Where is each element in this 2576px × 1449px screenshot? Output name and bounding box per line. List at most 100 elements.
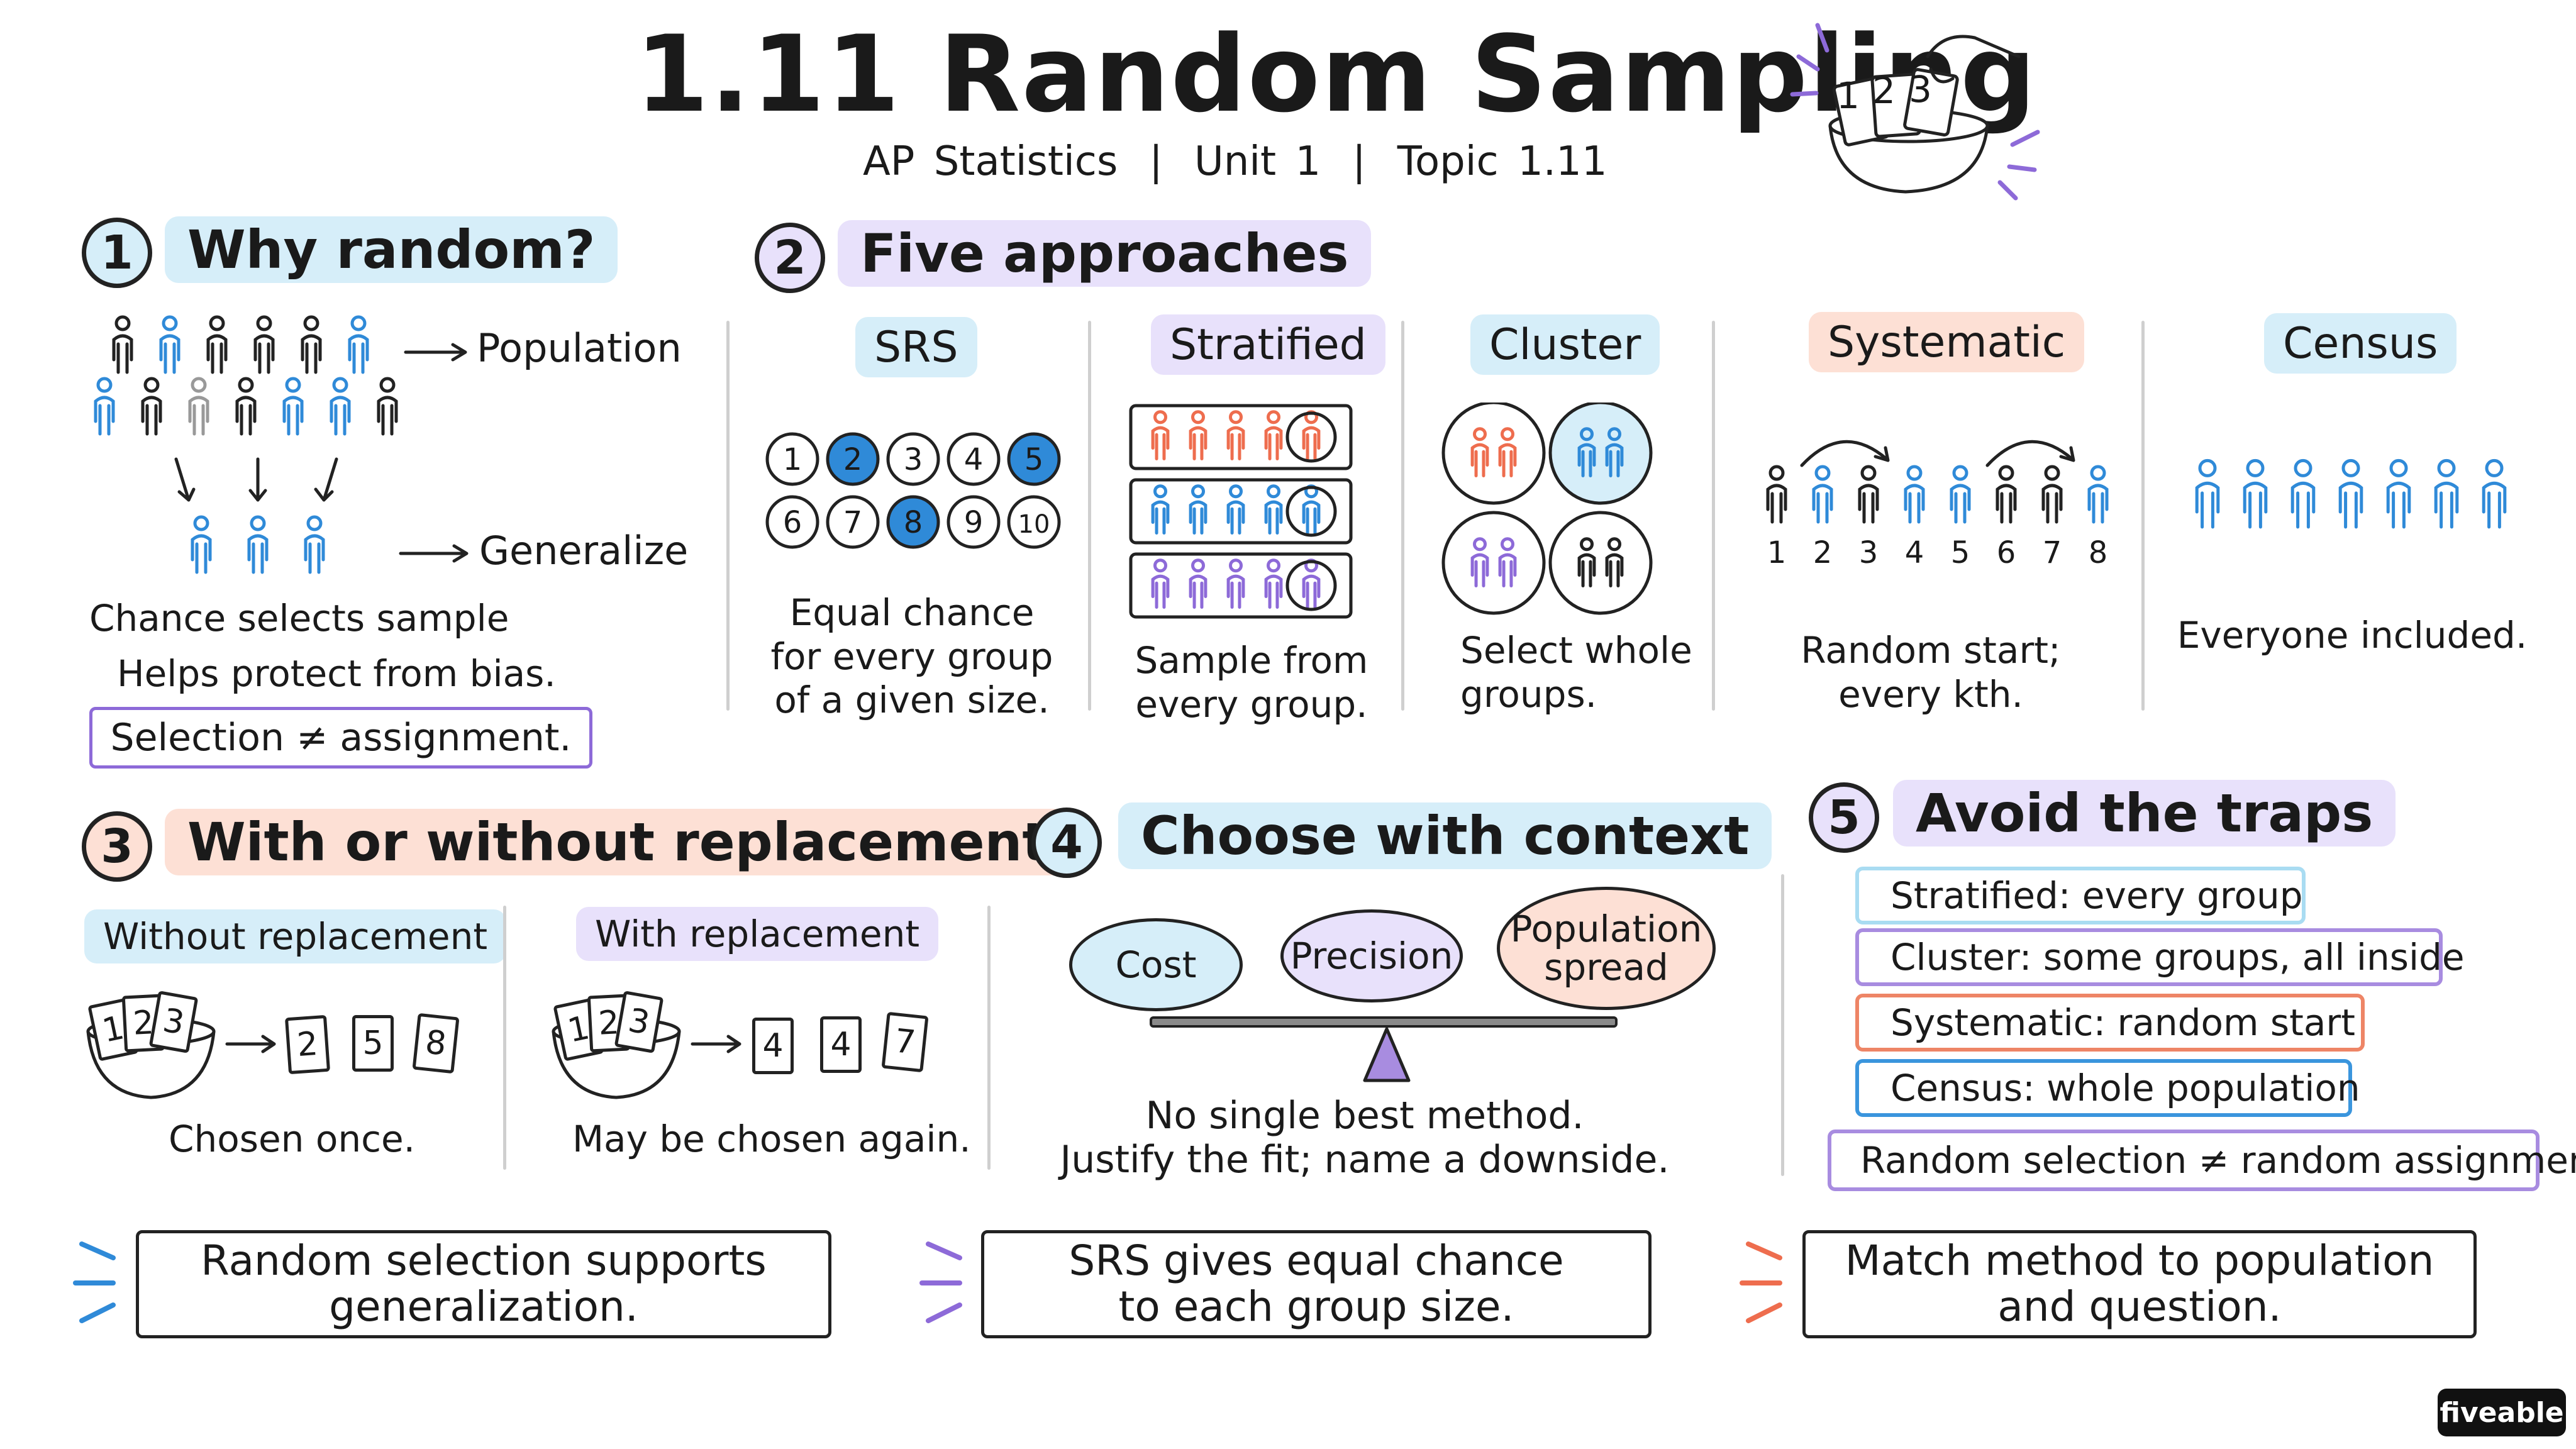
person-figure: [2386, 458, 2411, 529]
drawn-card: 4: [752, 1018, 794, 1074]
person-figure: [1189, 484, 1208, 535]
person-figure: [1766, 465, 1787, 524]
trap-item: Stratified: every group: [1855, 867, 2306, 924]
stratum-box: [1129, 404, 1353, 470]
approach-label-cluster: Cluster: [1470, 314, 1660, 375]
srs-number-label: 5: [1024, 442, 1044, 477]
person-figure: [1577, 427, 1596, 477]
stratified-diagram: [1129, 404, 1353, 619]
trap-final-note: Random selection ≠ random assignment.: [1828, 1130, 2576, 1191]
balance-scale-icon: [1150, 1016, 1618, 1082]
divider: [503, 906, 506, 1170]
with-replacement-label: With replacement: [576, 907, 939, 961]
person-figure: [253, 315, 275, 374]
person-figure: [188, 377, 209, 436]
person-figure: [377, 377, 398, 436]
srs-number-circle: [947, 432, 1001, 486]
divider: [2141, 321, 2145, 711]
person-figure: [1498, 427, 1517, 477]
drawn-card: 8: [412, 1013, 460, 1074]
person-figure: [94, 377, 115, 436]
approach-label-systematic: Systematic: [1809, 312, 2085, 372]
stratified-description: Sample from every group.: [1135, 639, 1368, 726]
srs-number-label: 10: [1018, 510, 1050, 539]
person-figure: [2041, 465, 2063, 524]
person-figure: [159, 315, 180, 374]
page-title: 1.11 Random Sampling: [635, 13, 2038, 136]
selected-marker: [1285, 411, 1337, 463]
cluster-circle: [1548, 511, 1653, 615]
selected-marker: [1285, 560, 1337, 611]
person-figure: [247, 515, 269, 574]
person-figure: [1605, 427, 1624, 477]
divider: [987, 906, 991, 1170]
person-figure: [112, 315, 133, 374]
drawn-card: 2: [284, 1014, 331, 1075]
person-figure: [2243, 458, 2268, 529]
person-figure: [2434, 458, 2459, 529]
person-figure: [1577, 537, 1596, 587]
person-figure: [235, 377, 257, 436]
srs-number-circle: [886, 495, 940, 549]
cluster-circle: [1548, 402, 1653, 505]
person-figure: [141, 377, 162, 436]
trap-item: Census: whole population: [1855, 1059, 2360, 1117]
person-figure: [1470, 537, 1489, 587]
systematic-number: 6: [1997, 535, 2016, 570]
approach-label-census: Census: [2264, 313, 2457, 374]
cluster-diagram: [1441, 402, 1653, 615]
srs-number-label: 8: [904, 505, 923, 540]
person-figure: [1302, 484, 1321, 535]
subtitle-course: AP Statistics: [863, 138, 1118, 185]
section-number: 3: [82, 811, 152, 882]
factor-population-spread: Population spread: [1497, 887, 1716, 1010]
header-bowl-icon: [1790, 23, 2040, 201]
bowl-card-label: 1: [1836, 74, 1860, 117]
section-heading: With or without replacement: [165, 809, 1070, 875]
person-figure: [1264, 484, 1283, 535]
takeaway-box: Match method to population and question.: [1802, 1230, 2477, 1338]
cluster-description: Select whole groups.: [1460, 629, 1692, 716]
srs-number-label: 1: [783, 442, 802, 477]
systematic-number: 5: [1951, 535, 1970, 570]
stratum-box: [1129, 478, 1353, 545]
emphasis-marks-icon: [919, 1241, 962, 1323]
arrow-right-icon: [691, 1035, 741, 1053]
person-figure: [1812, 465, 1833, 524]
srs-number-label: 3: [904, 442, 923, 477]
trap-item: Cluster: some groups, all inside: [1855, 928, 2465, 986]
divider: [1712, 321, 1715, 711]
population-figures: [94, 315, 398, 574]
srs-number-circle: [765, 495, 819, 549]
person-figure: [2338, 458, 2363, 529]
generalize-label: Generalize: [479, 528, 689, 574]
selected-marker: [1285, 486, 1337, 537]
srs-number-label: 7: [843, 505, 863, 540]
person-figure: [1189, 410, 1208, 460]
srs-number-label: 4: [964, 442, 984, 477]
person-figure: [1996, 465, 2017, 524]
person-figure: [1950, 465, 1971, 524]
person-figure: [1605, 537, 1624, 587]
person-figure: [1470, 427, 1489, 477]
person-figure: [1858, 465, 1879, 524]
systematic-number: 2: [1813, 535, 1833, 570]
person-figure: [301, 315, 322, 374]
srs-number-circle: [886, 432, 940, 486]
systematic-number: 4: [1905, 535, 1924, 570]
stratum-box: [1129, 552, 1353, 619]
trap-item: Systematic: random start: [1855, 994, 2365, 1052]
emphasis-marks-icon: [73, 1241, 116, 1323]
factor-precision: Precision: [1280, 909, 1463, 1002]
arrow-right-icon: [225, 1035, 276, 1053]
bowl-card-label: 2: [1872, 69, 1896, 112]
section-heading: Choose with context: [1118, 802, 1772, 869]
context-caption-1: No single best method.: [1145, 1094, 1584, 1138]
section1-line2: Helps protect from bias.: [117, 652, 556, 695]
person-figure: [1151, 410, 1170, 460]
selection-note-box: Selection ≠ assignment.: [89, 707, 592, 769]
person-figure: [191, 515, 212, 574]
person-figure: [348, 315, 369, 374]
subtitle-unit: Unit 1: [1194, 138, 1321, 185]
section-number: 2: [755, 223, 825, 293]
